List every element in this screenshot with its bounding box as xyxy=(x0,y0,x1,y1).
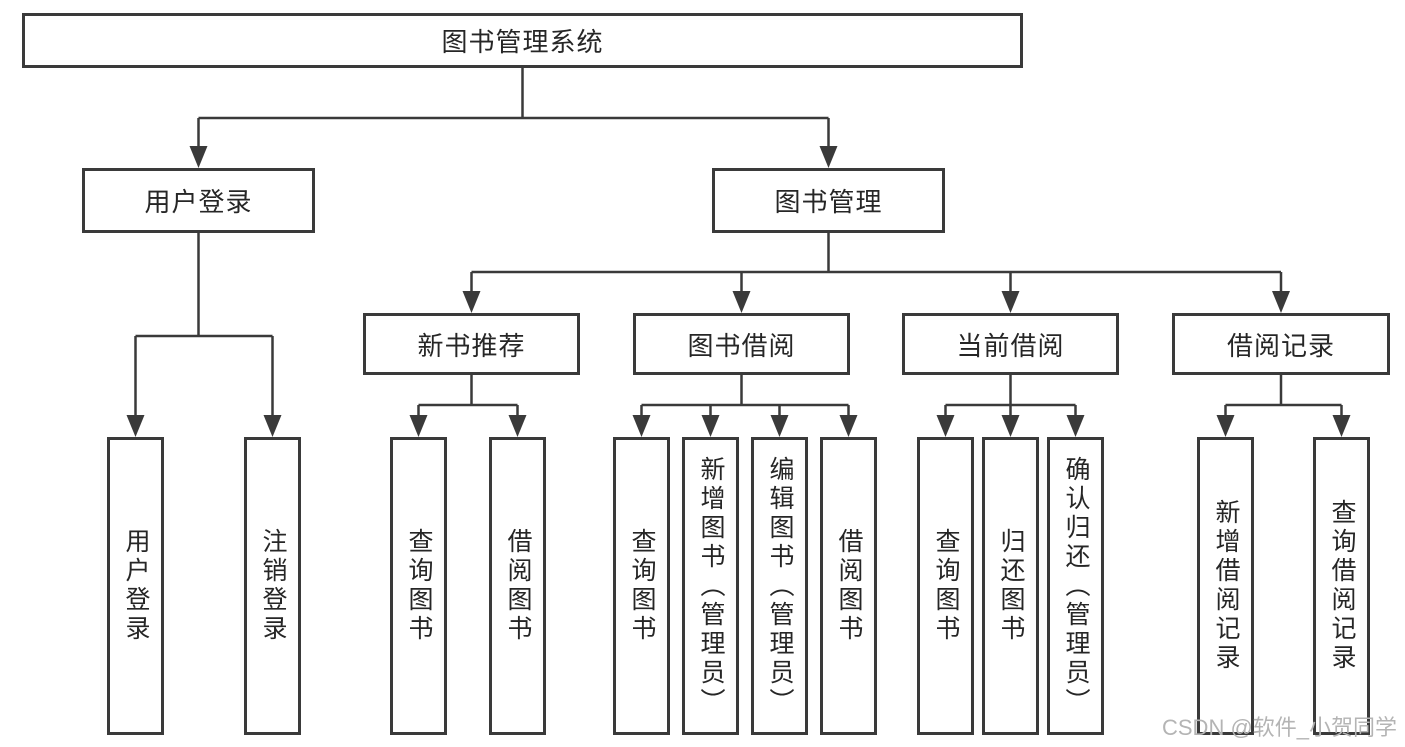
leaf-borrow-books-recommend: 借阅图书 xyxy=(489,437,546,735)
node-book-borrowing-label: 图书借阅 xyxy=(687,330,796,361)
leaf-query-books-borrowing: 查询图书 xyxy=(613,437,670,735)
leaf-user-login-label: 用户登录 xyxy=(122,528,150,644)
leaf-edit-book-admin-label: 编辑图书（管理员） xyxy=(766,455,794,717)
node-user-login-label: 用户登录 xyxy=(144,187,253,217)
leaf-add-book-admin: 新增图书（管理员） xyxy=(682,437,739,735)
leaf-query-borrow-record-label: 查询借阅记录 xyxy=(1328,499,1356,673)
leaf-query-books-current-label: 查询图书 xyxy=(932,528,960,644)
leaf-borrow-books-recommend-label: 借阅图书 xyxy=(504,528,532,644)
connector-lines xyxy=(134,68,1343,419)
watermark: CSDN @软件_小贺同学 xyxy=(1162,715,1398,740)
leaf-return-book: 归还图书 xyxy=(982,437,1039,735)
leaf-add-borrow-record: 新增借阅记录 xyxy=(1197,437,1254,735)
node-library-system: 图书管理系统 xyxy=(22,13,1023,68)
node-current-borrowing: 当前借阅 xyxy=(902,313,1119,375)
leaf-logout: 注销登录 xyxy=(244,437,301,735)
node-borrowing-records: 借阅记录 xyxy=(1172,313,1390,375)
node-library-system-label: 图书管理系统 xyxy=(441,27,604,57)
leaf-query-books-current: 查询图书 xyxy=(917,437,974,735)
leaf-confirm-return-admin-label: 确认归还（管理员） xyxy=(1062,455,1090,717)
leaf-add-borrow-record-label: 新增借阅记录 xyxy=(1212,499,1240,673)
leaf-edit-book-admin: 编辑图书（管理员） xyxy=(751,437,808,735)
arrowheads xyxy=(126,146,1351,437)
leaf-add-book-admin-label: 新增图书（管理员） xyxy=(697,455,725,717)
node-current-borrowing-label: 当前借阅 xyxy=(956,330,1065,361)
leaf-logout-label: 注销登录 xyxy=(259,528,287,644)
node-book-management: 图书管理 xyxy=(712,168,945,233)
leaf-query-borrow-record: 查询借阅记录 xyxy=(1313,437,1370,735)
node-borrowing-records-label: 借阅记录 xyxy=(1226,330,1335,361)
leaf-borrow-books-borrowing-label: 借阅图书 xyxy=(835,528,863,644)
leaf-query-books-recommend-label: 查询图书 xyxy=(405,528,433,644)
node-book-borrowing: 图书借阅 xyxy=(633,313,850,375)
node-new-book-recommend-label: 新书推荐 xyxy=(417,330,526,361)
leaf-query-books-borrowing-label: 查询图书 xyxy=(628,528,656,644)
node-user-login: 用户登录 xyxy=(82,168,315,233)
node-new-book-recommend: 新书推荐 xyxy=(363,313,580,375)
leaf-query-books-recommend: 查询图书 xyxy=(390,437,447,735)
leaf-borrow-books-borrowing: 借阅图书 xyxy=(820,437,877,735)
node-book-management-label: 图书管理 xyxy=(774,187,883,217)
leaf-return-book-label: 归还图书 xyxy=(997,528,1025,644)
leaf-user-login: 用户登录 xyxy=(107,437,164,735)
leaf-confirm-return-admin: 确认归还（管理员） xyxy=(1047,437,1104,735)
